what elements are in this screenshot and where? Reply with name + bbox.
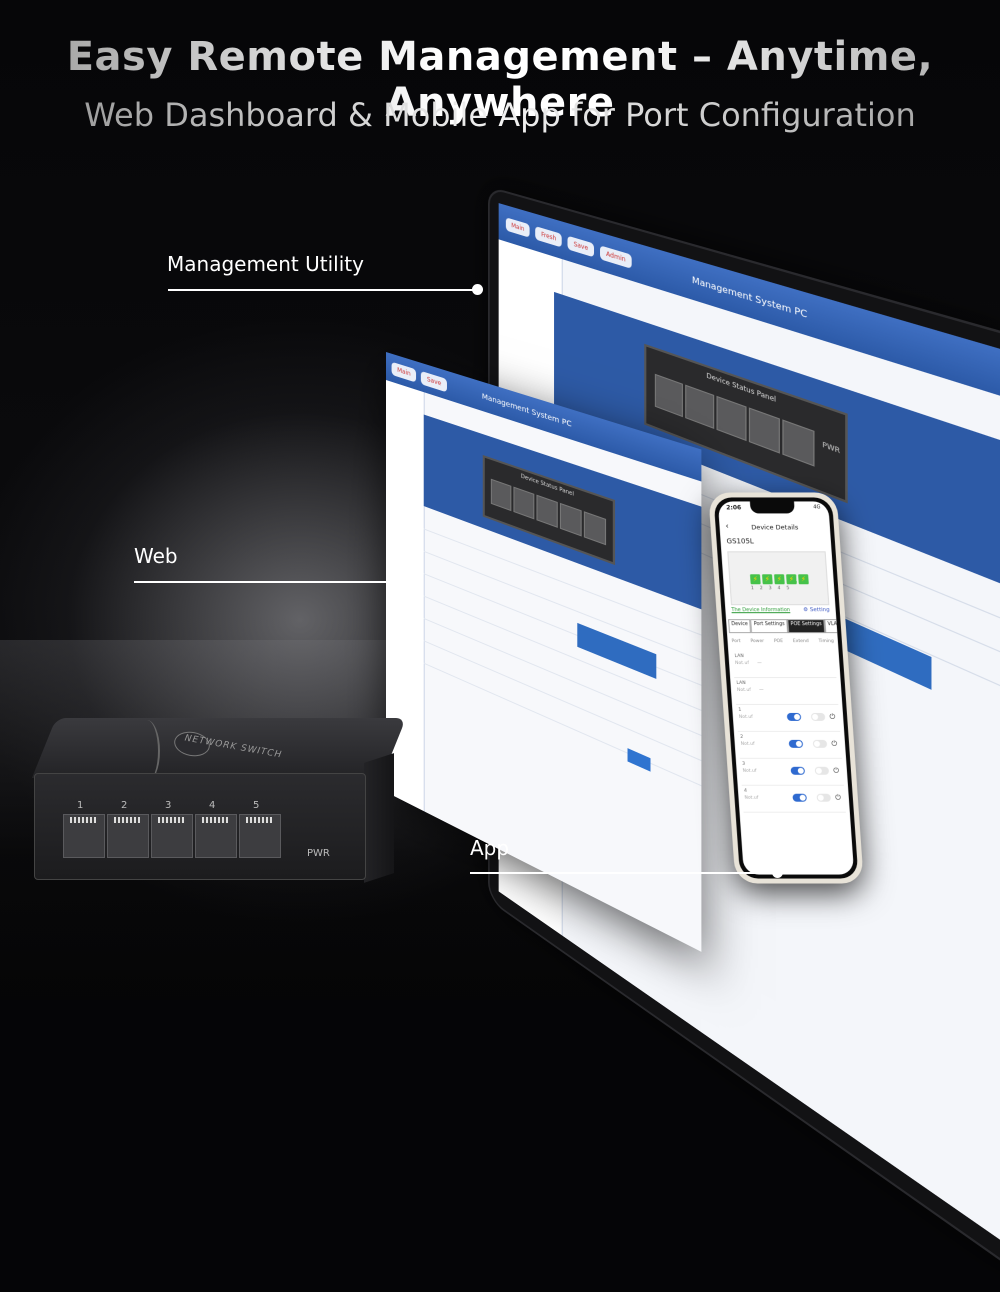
network-switch-device: NETWORK SWITCH 1 2 3 4 5 PWR bbox=[31, 718, 407, 904]
callout-app: App bbox=[470, 836, 510, 860]
callout-dot bbox=[472, 284, 483, 295]
web-port-1[interactable] bbox=[490, 478, 512, 512]
extend-toggle[interactable] bbox=[814, 766, 830, 775]
lightning-icon[interactable]: ⚡ bbox=[798, 574, 809, 585]
utility-port-5[interactable] bbox=[782, 419, 815, 467]
headline: Easy Remote Management – Anytime, Anywhe… bbox=[0, 34, 1000, 126]
utility-port-1[interactable] bbox=[654, 373, 683, 418]
setting-label: Setting bbox=[809, 607, 830, 614]
ethernet-port-5 bbox=[239, 814, 281, 858]
setting-button[interactable]: ⚙ Setting bbox=[803, 607, 830, 613]
web-main-button[interactable]: Main bbox=[391, 361, 417, 383]
device-information-link[interactable]: The Device Information bbox=[731, 607, 791, 614]
poe-port-indicators: ⚡ ⚡ ⚡ ⚡ ⚡ bbox=[749, 574, 809, 585]
utility-main-button[interactable]: Main bbox=[505, 216, 530, 238]
utility-admin-button[interactable]: Admin bbox=[600, 244, 632, 269]
utility-save-button[interactable]: Save bbox=[567, 235, 595, 257]
tab-port-settings[interactable]: Port Settings bbox=[750, 619, 789, 634]
lightning-icon[interactable]: ⚡ bbox=[749, 574, 761, 585]
tab-poe-settings[interactable]: POE Settings bbox=[787, 619, 826, 634]
phone-bezel: 2:06 4G ‹ Device Details GS105L ⚡ ⚡ ⚡ ⚡ … bbox=[713, 497, 859, 879]
pwr-label: PWR bbox=[307, 848, 330, 859]
app-screen: 2:06 4G ‹ Device Details GS105L ⚡ ⚡ ⚡ ⚡ … bbox=[717, 501, 855, 875]
port-label: 5 bbox=[253, 800, 260, 811]
utility-port-3[interactable] bbox=[716, 395, 747, 442]
status-signal: 4G bbox=[813, 504, 821, 511]
switch-decorative-curve bbox=[134, 720, 160, 782]
ethernet-port-2 bbox=[107, 814, 149, 858]
device-model: GS105L bbox=[726, 537, 755, 546]
port-label: 2 bbox=[121, 800, 128, 811]
utility-port-2[interactable] bbox=[685, 384, 715, 429]
timer-icon[interactable]: ⏻ bbox=[829, 712, 836, 721]
poe-toggle[interactable] bbox=[786, 712, 802, 721]
web-save-button[interactable]: Save bbox=[421, 370, 448, 392]
ethernet-port-4 bbox=[195, 814, 237, 858]
device-illustration: ⚡ ⚡ ⚡ ⚡ ⚡ 1 2 3 4 5 bbox=[727, 551, 830, 606]
ethernet-port-1 bbox=[63, 814, 105, 858]
app-title: Device Details bbox=[751, 523, 799, 532]
callout-web: Web bbox=[134, 544, 178, 568]
utility-port-4[interactable] bbox=[748, 407, 780, 454]
extend-toggle[interactable] bbox=[810, 712, 826, 721]
utility-title: Management System PC bbox=[691, 274, 808, 320]
web-port-5[interactable] bbox=[583, 511, 607, 546]
web-port-2[interactable] bbox=[513, 486, 535, 520]
poe-toggle[interactable] bbox=[790, 766, 806, 775]
extend-toggle[interactable] bbox=[816, 793, 832, 802]
app-tabs: Device Port Settings POE Settings VLAN bbox=[728, 619, 845, 634]
tab-device[interactable]: Device bbox=[728, 619, 752, 634]
timer-icon[interactable]: ⏻ bbox=[834, 793, 842, 802]
utility-fresh-button[interactable]: Fresh bbox=[535, 225, 563, 248]
ethernet-port-3 bbox=[151, 814, 193, 858]
utility-pwr-label: PWR bbox=[822, 440, 840, 456]
poe-table-header: Port Power POE Extend Timing bbox=[731, 639, 835, 645]
timer-icon[interactable]: ⏻ bbox=[833, 766, 840, 775]
poe-toggle[interactable] bbox=[792, 793, 807, 802]
switch-front-panel: 1 2 3 4 5 PWR bbox=[34, 773, 366, 880]
timer-icon[interactable]: ⏻ bbox=[831, 739, 838, 748]
port-label: 4 bbox=[209, 800, 216, 811]
callout-line bbox=[470, 872, 776, 874]
status-time: 2:06 bbox=[726, 504, 742, 512]
poe-toggle[interactable] bbox=[788, 739, 804, 748]
port-label: 3 bbox=[165, 800, 172, 811]
port-label: 1 bbox=[77, 800, 84, 811]
tab-vlan[interactable]: VLAN bbox=[824, 619, 845, 634]
callout-line bbox=[134, 581, 386, 583]
switch-side bbox=[364, 753, 394, 883]
web-port-3[interactable] bbox=[536, 494, 558, 528]
lightning-icon[interactable]: ⚡ bbox=[762, 574, 773, 585]
smartphone: 2:06 4G ‹ Device Details GS105L ⚡ ⚡ ⚡ ⚡ … bbox=[708, 492, 864, 884]
lightning-icon[interactable]: ⚡ bbox=[774, 574, 785, 585]
web-port-4[interactable] bbox=[559, 502, 582, 537]
gear-icon: ⚙ bbox=[803, 607, 809, 614]
callout-line bbox=[168, 289, 478, 291]
port-numbers: 1 2 3 4 5 bbox=[750, 586, 790, 592]
extend-toggle[interactable] bbox=[812, 739, 828, 748]
lightning-icon[interactable]: ⚡ bbox=[786, 574, 797, 585]
callout-management-utility: Management Utility bbox=[167, 252, 364, 276]
subheadline: Web Dashboard & Mobile App for Port Conf… bbox=[0, 96, 1000, 134]
callout-dot bbox=[772, 867, 783, 878]
phone-notch bbox=[749, 501, 795, 514]
